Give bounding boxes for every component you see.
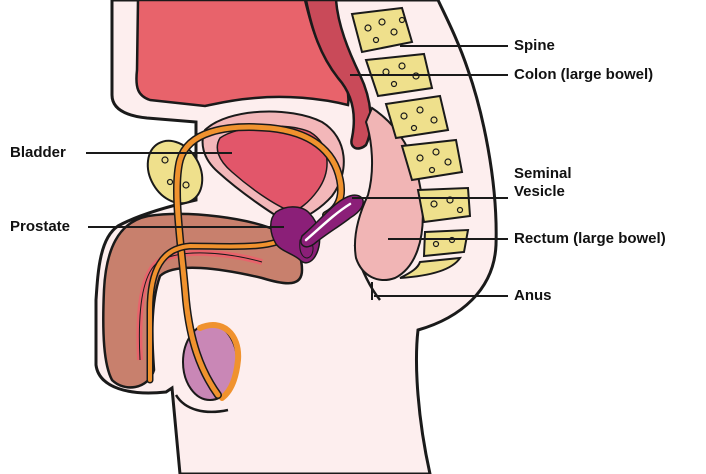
vertebra (418, 188, 470, 222)
label-seminal-vesicle: Seminal Vesicle (514, 165, 572, 201)
vertebra (424, 230, 468, 256)
label-spine: Spine (514, 37, 555, 55)
label-seminal-line2: Vesicle (514, 183, 572, 201)
vertebra (386, 96, 448, 138)
label-seminal-line1: Seminal (514, 165, 572, 183)
label-rectum: Rectum (large bowel) (514, 230, 666, 248)
label-colon: Colon (large bowel) (514, 66, 653, 84)
label-anus: Anus (514, 287, 552, 305)
vertebra (402, 140, 462, 180)
label-bladder: Bladder (10, 144, 66, 162)
label-prostate: Prostate (10, 218, 70, 236)
